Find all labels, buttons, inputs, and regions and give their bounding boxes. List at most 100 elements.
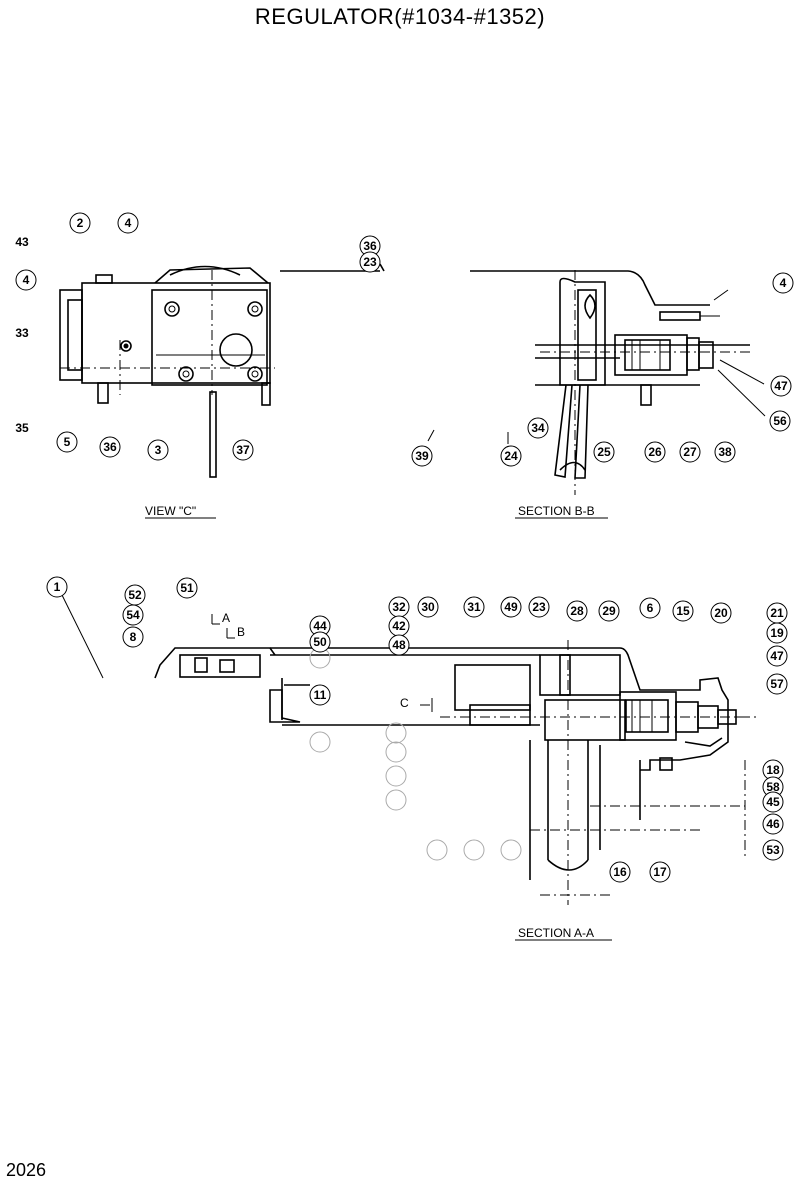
callout-24: 24: [504, 449, 518, 463]
callout-circle: [46, 576, 68, 598]
callout-circle: [99, 436, 121, 458]
callout-21: 21: [770, 606, 784, 620]
callout-circle: [463, 596, 485, 618]
callout-19: 19: [770, 626, 784, 640]
callout-circle: [766, 645, 788, 667]
callout-circle: [417, 596, 439, 618]
callout-circle: [232, 439, 254, 461]
callout-circle: [500, 596, 522, 618]
caption-section-aa: SECTION A-A: [518, 926, 594, 940]
callout-18: 18: [766, 763, 780, 777]
callout-circle: [122, 604, 144, 626]
callout-4: 4: [23, 273, 30, 287]
callout-circle: [566, 600, 588, 622]
callout-51: 51: [180, 581, 194, 595]
callout-6: 6: [647, 601, 654, 615]
callout-circle: [772, 272, 794, 294]
callout-circle: [609, 861, 631, 883]
callout-circle: [122, 626, 144, 648]
callout-circle: [679, 441, 701, 463]
callout-33: 33: [15, 326, 29, 340]
callout-circle: [639, 597, 661, 619]
callout-circle: [500, 445, 522, 467]
section-aa-drawing: [61, 594, 760, 905]
callout-17: 17: [653, 865, 667, 879]
callout-25: 25: [597, 445, 611, 459]
captions: VIEW "C" SECTION B-B SECTION A-A A B C: [145, 504, 612, 941]
callout-58: 58: [766, 780, 780, 794]
callout-54: 54: [126, 608, 140, 622]
callout-57: 57: [770, 677, 784, 691]
callout-circle: [598, 600, 620, 622]
callout-circle: [762, 791, 784, 813]
callout-47: 47: [774, 379, 788, 393]
callout-circle: [117, 212, 139, 234]
page-title: REGULATOR(#1034-#1352): [254, 4, 546, 29]
callout-30: 30: [421, 600, 435, 614]
callout-32: 32: [392, 600, 406, 614]
callout-11: 11: [314, 688, 327, 702]
callout-2: 2: [77, 216, 84, 230]
section-bb-drawing: [280, 263, 766, 495]
callout-4: 4: [125, 216, 132, 230]
callout-1: 1: [54, 580, 61, 594]
callout-8: 8: [130, 630, 137, 644]
callout-36: 36: [363, 239, 377, 253]
callout-circle: [411, 445, 433, 467]
callout-38: 38: [718, 445, 732, 459]
callout-34: 34: [531, 421, 545, 435]
callout-circle: [388, 634, 410, 656]
callout-circle: [770, 375, 792, 397]
callout-16: 16: [613, 865, 627, 879]
callout-39: 39: [415, 449, 429, 463]
callout-circle: [710, 602, 732, 624]
callout-circle: [309, 631, 331, 653]
callout-circle: [528, 596, 550, 618]
callout-circle: [593, 441, 615, 463]
callout-56: 56: [773, 414, 787, 428]
callout-15: 15: [676, 604, 690, 618]
callout-circle: [527, 417, 549, 439]
caption-section-bb: SECTION B-B: [518, 504, 595, 518]
view-c-drawing: [59, 265, 275, 478]
callout-circle: [762, 813, 784, 835]
callout-circle: [644, 441, 666, 463]
callout-26: 26: [648, 445, 662, 459]
unlabelled-balloons: [309, 647, 522, 861]
callout-49: 49: [504, 600, 518, 614]
callout-44: 44: [313, 619, 327, 633]
callout-35: 35: [15, 421, 29, 435]
callout-23: 23: [363, 255, 377, 269]
callout-circle: [762, 839, 784, 861]
callout-circle: [69, 212, 91, 234]
caption-view-c: VIEW "C": [145, 504, 196, 518]
callout-52: 52: [128, 588, 142, 602]
callout-23: 23: [532, 600, 546, 614]
callout-3: 3: [155, 443, 162, 457]
callout-circle: [672, 600, 694, 622]
callout-5: 5: [64, 435, 71, 449]
callout-42: 42: [392, 619, 406, 633]
callout-28: 28: [570, 604, 584, 618]
callout-circle: [15, 269, 37, 291]
section-mark-a: A: [222, 611, 230, 625]
section-mark-c: C: [400, 696, 409, 710]
callout-27: 27: [683, 445, 697, 459]
callout-circle: [147, 439, 169, 461]
callout-36: 36: [103, 440, 117, 454]
callout-circle: [714, 441, 736, 463]
callout-53: 53: [766, 843, 780, 857]
callout-circle: [766, 622, 788, 644]
callout-47: 47: [770, 649, 784, 663]
section-mark-b: B: [237, 625, 245, 639]
callout-48: 48: [392, 638, 406, 652]
callout-circle: [766, 673, 788, 695]
callout-circle: [176, 577, 198, 599]
callout-circle: [769, 410, 791, 432]
callout-circle: [56, 431, 78, 453]
callout-circle: [359, 251, 381, 273]
callout-37: 37: [236, 443, 250, 457]
callout-45: 45: [766, 795, 780, 809]
